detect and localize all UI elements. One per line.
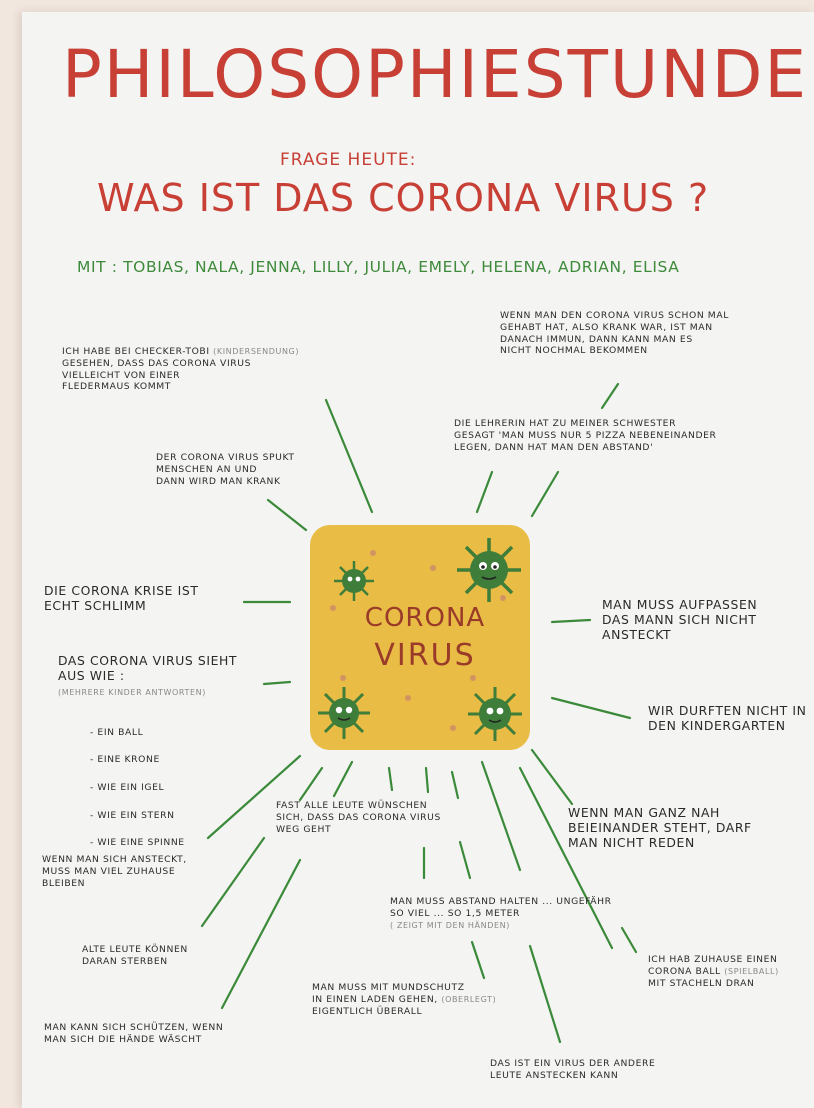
connector-lines — [200, 382, 638, 1044]
line-mundschutz — [470, 940, 486, 980]
line-abstand-3 — [480, 760, 522, 872]
line-anstecken — [528, 944, 562, 1044]
note-lehrerin: DIE LEHRERIN HAT ZU MEINER SCHWESTER GES… — [454, 418, 717, 453]
line-weggeht-3 — [387, 766, 394, 792]
note-abstand: MAN MUSS ABSTAND HALTEN ... UNGEFÄHR SO … — [390, 896, 612, 930]
note-krise: DIE CORONA KRISE IST ECHT SCHLIMM — [44, 583, 199, 613]
line-weggeht-2 — [332, 760, 354, 798]
line-lehrerin-2 — [530, 470, 560, 518]
note-aussehen-gray: (MEHRERE KINDER ANTWORTEN) — [58, 687, 206, 697]
line-haende — [220, 858, 302, 1010]
note-mundschutz: MAN MUSS MIT MUNDSCHUTZ IN EINEN LADEN G… — [312, 982, 497, 1017]
line-sterben — [200, 836, 266, 928]
note-spukt: DER CORONA VIRUS SPUKT MENSCHEN AN UND D… — [156, 452, 295, 487]
virus-label: VIRUS — [374, 638, 476, 673]
line-nah — [530, 748, 574, 806]
virus-large-icon — [457, 538, 521, 602]
line-kindergarten — [550, 696, 632, 720]
participants-list: MIT : TOBIAS, NALA, JENNA, LILLY, JULIA,… — [77, 258, 680, 276]
note-kindergarten: WIR DURFTEN NICHT IN DEN KINDERGARTEN — [648, 703, 807, 733]
line-ball-2 — [620, 926, 638, 954]
virus-bottom-right-icon — [468, 687, 522, 741]
list-item: - EINE KRONE — [90, 754, 160, 766]
poster-subtitle: FRAGE HEUTE: — [280, 150, 417, 170]
virus-small-icon — [334, 561, 374, 601]
line-abstand-2 — [458, 840, 472, 880]
line-weggeht-4 — [424, 766, 430, 794]
line-weggeht-5 — [450, 770, 460, 800]
list-item: - WIE EIN STERN — [90, 809, 175, 821]
note-aussehen: DAS CORONA VIRUS SIEHT AUS WIE : (MEHRER… — [58, 653, 238, 697]
poster-title: PHILOSOPHIESTUNDE — [62, 36, 809, 113]
corona-virus-illustration: CORONA VIRUS — [310, 525, 530, 750]
list-item: - EIN BALL — [90, 726, 144, 738]
line-ball — [518, 766, 614, 950]
note-ball: ICH HAB ZUHAUSE EINEN CORONA BALL (SPIEL… — [648, 954, 779, 989]
line-zuhause — [206, 754, 302, 840]
note-anstecken: DAS IST EIN VIRUS DER ANDERE LEUTE ANSTE… — [490, 1058, 656, 1081]
note-zuhause: WENN MAN SICH ANSTECKT, MUSS MAN VIEL ZU… — [42, 854, 187, 889]
note-weggeht: FAST ALLE LEUTE WÜNSCHEN SICH, DASS DAS … — [276, 800, 441, 835]
poster: PHILOSOPHIESTUNDE FRAGE HEUTE: WAS IST D… — [22, 12, 814, 1108]
line-checker-tobi — [324, 398, 374, 514]
list-item: - WIE EIN IGEL — [90, 781, 165, 793]
note-sterben: ALTE LEUTE KÖNNEN DARAN STERBEN — [82, 944, 188, 967]
line-weggeht-1 — [298, 766, 324, 802]
line-immun — [600, 382, 620, 410]
corona-label: CORONA — [364, 603, 486, 633]
note-aufpassen: MAN MUSS AUFPASSEN DAS MANN SICH NICHT A… — [602, 597, 758, 642]
note-aussehen-list: - EIN BALL - EINE KRONE - WIE EIN IGEL -… — [90, 712, 185, 864]
note-haende: MAN KANN SICH SCHÜTZEN, WENN MAN SICH DI… — [44, 1022, 224, 1045]
note-checker-tobi: ICH HABE BEI CHECKER-TOBI (KINDERSENDUNG… — [62, 346, 300, 393]
list-item: - WIE EINE SPINNE — [90, 837, 185, 849]
line-aufpassen — [550, 618, 592, 624]
line-spukt — [266, 498, 308, 532]
note-nah: WENN MAN GANZ NAH BEIEINANDER STEHT, DAR… — [568, 805, 752, 850]
note-immun: WENN MAN DEN CORONA VIRUS SCHON MAL GEHA… — [500, 310, 729, 357]
poster-question: WAS IST DAS CORONA VIRUS ? — [97, 176, 710, 220]
line-lehrerin-1 — [475, 470, 494, 514]
line-aussehen — [262, 680, 292, 686]
virus-bottom-left-icon — [318, 687, 370, 739]
